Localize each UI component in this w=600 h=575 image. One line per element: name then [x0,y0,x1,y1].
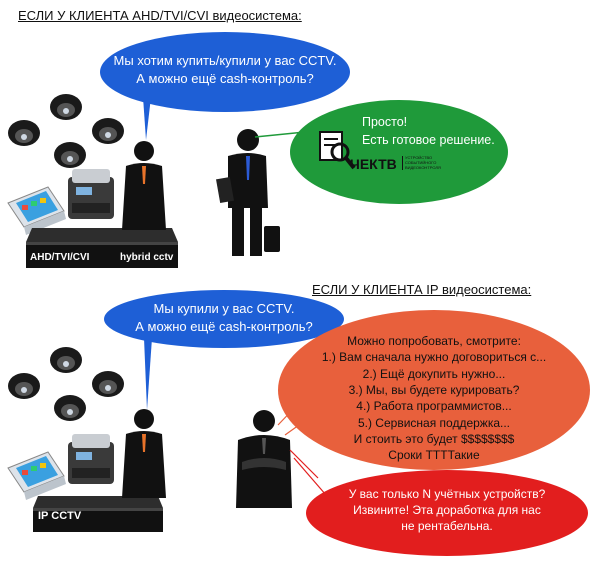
client-silhouette-icon [122,409,166,498]
refusal-bubble-line: У вас только N учётных устройств? [348,487,546,501]
dvr-box-icon [26,228,178,268]
checktv-logo: ЧЕКТВ [350,156,397,172]
camera-cluster-1 [8,94,124,168]
answer-bubble-line: Просто! [362,115,408,129]
client-silhouette-icon [122,141,166,230]
answer-bubble-line: Можно попробовать, смотрите: [347,334,521,348]
dome-camera-icon [54,142,86,168]
dome-camera-icon [92,371,124,397]
client-bubble-line: Мы купили у вас CCTV. [153,301,295,316]
answer-bubble-line: И стоить это будет $$$$$$$$ [353,431,515,446]
refusal-speech-bubble [306,470,588,556]
logo-tagline: ВИДЕОКОНТРОЛЯ [405,164,441,170]
refusal-bubble-line: не рентабельна. [401,519,493,534]
dome-camera-icon [54,395,86,421]
answer-bubble-line: 2.) Ещё докупить нужно... [362,366,506,381]
answer-bubble-line: Сроки ТТТТакие [388,448,480,463]
answer-bubble-line: 5.) Сервисная поддержка... [357,415,511,430]
nvr-box-icon [33,496,163,532]
refusal-bubble-line: Извините! Эта доработка для нас [353,503,541,518]
dvr-label-right: hybrid cctv [120,252,174,263]
logo-tagline: СОБЫТИЙНОГО [405,159,437,165]
manager-silhouette-icon [216,129,280,256]
dome-camera-icon [8,373,40,399]
manager-silhouette-icon [236,410,292,508]
client-bubble-line: Мы хотим купить/купили у вас CCTV. [113,53,337,68]
logo-tagline: УСТРОЙСТВО [405,155,433,160]
dvr-label-left: AHD/TVI/CVI [30,252,90,263]
client-speech-bubble [100,32,350,112]
answer-bubble-line: 1.) Вам сначала нужно договориться с... [321,350,547,365]
money-counter-icon [68,434,114,484]
section1-heading: ЕСЛИ У КЛИЕНТА AHD/TVI/CVI видеосистема: [18,8,302,23]
money-counter-icon [68,169,114,219]
document-search-icon [319,131,356,170]
client-bubble-line: А можно ещё cash-контроль? [135,318,313,334]
camera-cluster-2 [8,347,124,421]
answer-bubble-line: 4.) Работа программистов... [356,399,512,414]
dome-camera-icon [50,94,82,120]
section2-heading: ЕСЛИ У КЛИЕНТА IP видеосистема: [312,282,532,297]
dome-camera-icon [8,120,40,146]
answer-speech-bubble [278,310,590,470]
answer-bubble-line: 3.) Мы, вы будете курировать? [348,382,520,397]
client-speech-bubble [104,290,344,348]
pos-terminal-icon [7,451,66,500]
dome-camera-icon [92,118,124,144]
nvr-label: IP CCTV [38,510,82,522]
client-bubble-line: А можно ещё cash-контроль? [136,70,314,86]
answer-bubble-line: Есть готовое решение. [362,132,495,147]
dome-camera-icon [50,347,82,373]
